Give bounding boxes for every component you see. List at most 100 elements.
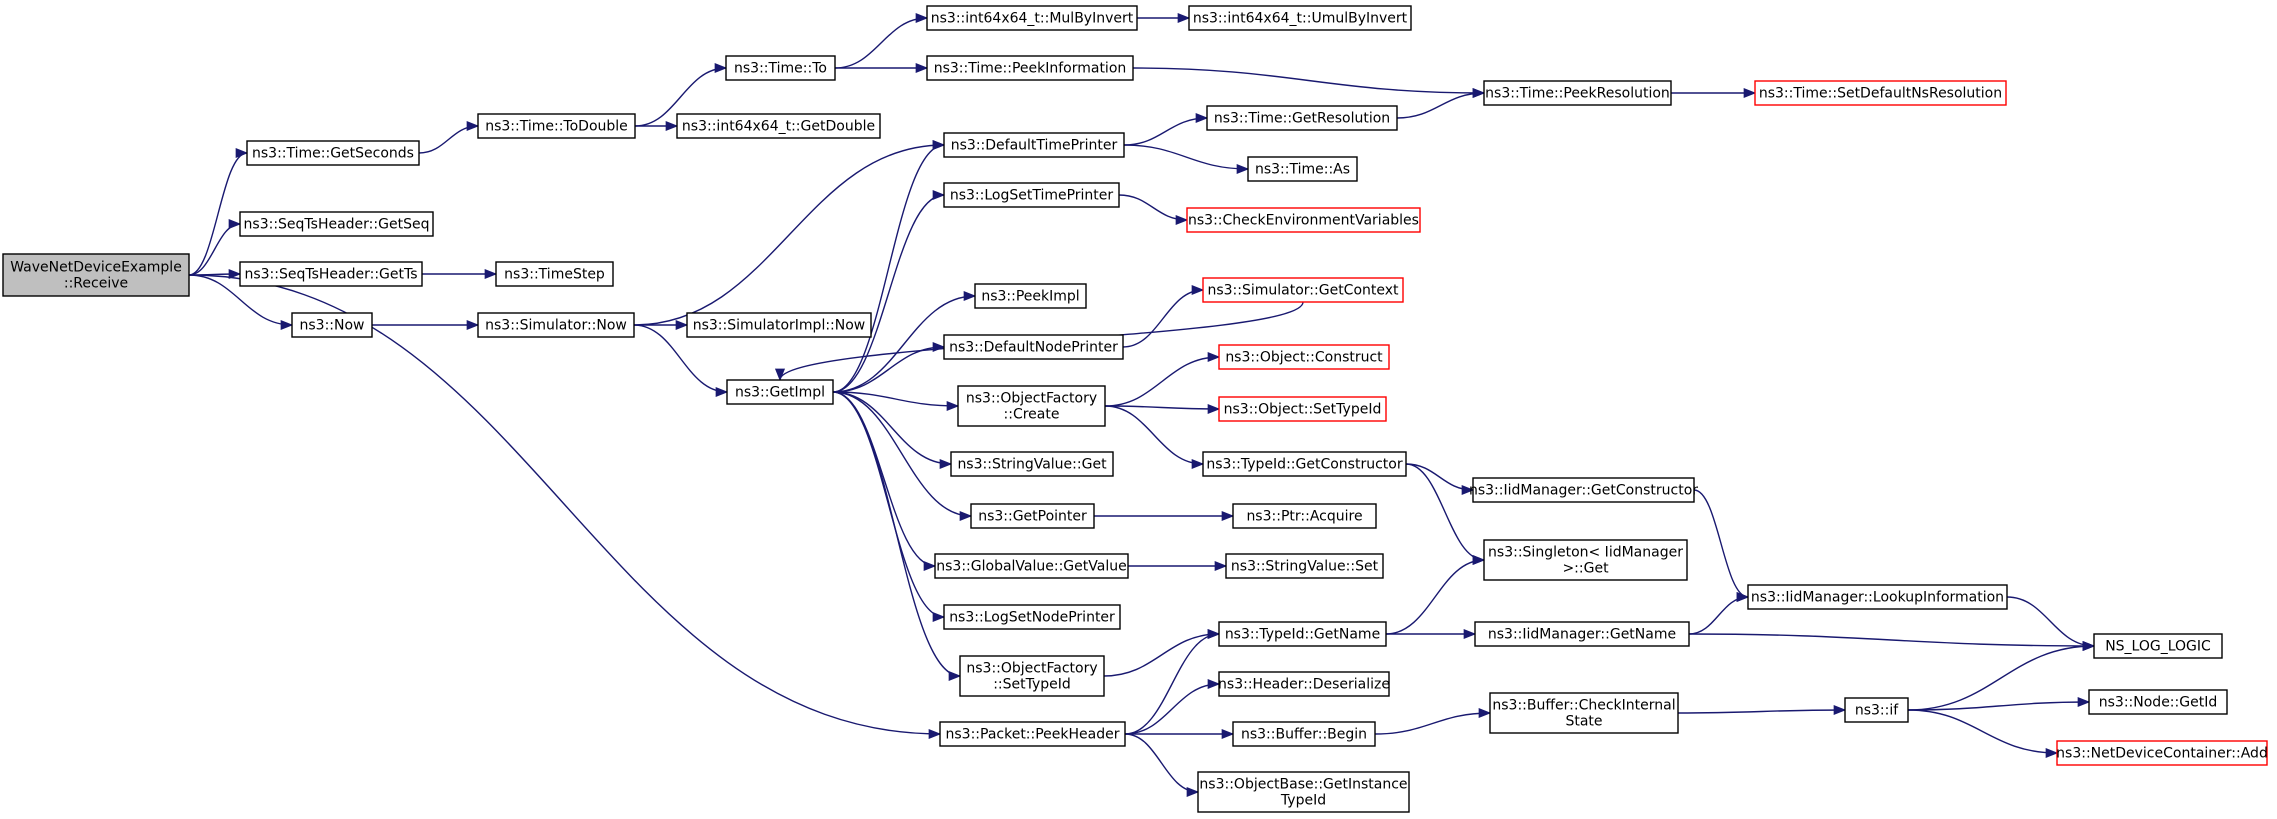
node-box bbox=[1844, 697, 1909, 723]
node-obj-set-type-id[interactable]: ns3::Object::SetTypeId bbox=[1218, 396, 1387, 422]
node-time-step[interactable]: ns3::TimeStep bbox=[495, 261, 614, 287]
node-of-set-type-id[interactable]: ns3::ObjectFactory::SetTypeId bbox=[959, 655, 1105, 697]
node-ns-log-logic[interactable]: NS_LOG_LOGIC bbox=[2093, 633, 2223, 659]
nodes-layer: WaveNetDeviceExample::Receive ns3::Time::… bbox=[2, 5, 2268, 813]
node-box bbox=[1218, 396, 1387, 422]
edge-getImpl-to-getPointer bbox=[832, 391, 973, 522]
node-type-id-get-constructor[interactable]: ns3::TypeId::GetConstructor bbox=[1202, 451, 1407, 477]
node-peek-information[interactable]: ns3::Time::PeekInformation bbox=[926, 55, 1134, 81]
edge-getImpl-to-globalValueGetValue bbox=[832, 391, 937, 571]
node-peek-resolution[interactable]: ns3::Time::PeekResolution bbox=[1483, 80, 1672, 106]
node-get-seconds[interactable]: ns3::Time::GetSeconds bbox=[246, 140, 420, 166]
node-get-impl[interactable]: ns3::GetImpl bbox=[726, 379, 834, 405]
edge-nsIf-to-nsLogLogic bbox=[1907, 640, 2096, 711]
edge-bufferBegin-to-bufferCheckInternalState bbox=[1374, 707, 1492, 735]
node-label: ns3::Singleton< IidManager bbox=[1488, 545, 1683, 561]
edge-receive-to-now bbox=[188, 274, 294, 331]
node-log-set-time-printer[interactable]: ns3::LogSetTimePrinter bbox=[943, 182, 1120, 208]
node-box bbox=[1218, 344, 1390, 370]
node-label: ns3::TypeId::GetConstructor bbox=[1206, 457, 1402, 473]
node-box bbox=[1474, 621, 1690, 647]
node-label: >::Get bbox=[1562, 561, 1609, 577]
node-get-ts[interactable]: ns3::SeqTsHeader::GetTs bbox=[239, 261, 423, 287]
node-label: ns3::Node::GetId bbox=[2099, 695, 2217, 711]
node-box bbox=[926, 5, 1138, 31]
node-label: ns3::IidManager::LookupInformation bbox=[1751, 590, 2004, 606]
node-label: WaveNetDeviceExample bbox=[10, 260, 182, 276]
node-peek-impl[interactable]: ns3::PeekImpl bbox=[974, 283, 1087, 309]
node-box bbox=[1232, 503, 1377, 529]
node-ndc-add[interactable]: ns3::NetDeviceContainer::Add bbox=[2056, 740, 2268, 766]
edge-simNow-to-defaultTimePrinter bbox=[633, 139, 946, 326]
node-box bbox=[246, 140, 420, 166]
edge-path bbox=[832, 391, 960, 412]
node-label: ns3::int64x64_t::MulByInvert bbox=[931, 11, 1134, 27]
node-iid-get-name[interactable]: ns3::IidManager::GetName bbox=[1474, 621, 1690, 647]
node-now[interactable]: ns3::Now bbox=[291, 312, 373, 338]
node-label: ns3::int64x64_t::UmulByInvert bbox=[1193, 11, 1408, 27]
node-umul-by-invert[interactable]: ns3::int64x64_t::UmulByInvert bbox=[1188, 5, 1412, 31]
node-receive[interactable]: WaveNetDeviceExample::Receive bbox=[2, 253, 190, 297]
node-box bbox=[970, 503, 1095, 529]
edge-typeIdGetName-to-singletonGet bbox=[1385, 554, 1486, 635]
node-ptr-acquire[interactable]: ns3::Ptr::Acquire bbox=[1232, 503, 1377, 529]
node-label: ns3::TypeId::GetName bbox=[1225, 627, 1380, 643]
node-to-double[interactable]: ns3::Time::ToDouble bbox=[477, 113, 636, 139]
node-label: ns3::Time::ToDouble bbox=[485, 119, 628, 135]
node-node-get-id[interactable]: ns3::Node::GetId bbox=[2088, 689, 2228, 715]
node-log-set-node-printer[interactable]: ns3::LogSetNodePrinter bbox=[943, 604, 1121, 630]
node-label: ns3::StringValue::Set bbox=[1231, 559, 1379, 575]
node-packet-peek-header[interactable]: ns3::Packet::PeekHeader bbox=[939, 721, 1126, 747]
edge-getImpl-to-peekImpl bbox=[832, 290, 977, 393]
edge-path bbox=[1396, 87, 1486, 119]
node-get-pointer[interactable]: ns3::GetPointer bbox=[970, 503, 1095, 529]
node-box bbox=[974, 283, 1087, 309]
node-of-create[interactable]: ns3::ObjectFactory::Create bbox=[957, 385, 1106, 427]
node-mul-by-invert[interactable]: ns3::int64x64_t::MulByInvert bbox=[926, 5, 1138, 31]
node-set-default-ns-resolution[interactable]: ns3::Time::SetDefaultNsResolution bbox=[1754, 80, 2007, 106]
node-box bbox=[239, 211, 434, 237]
node-default-time-printer[interactable]: ns3::DefaultTimePrinter bbox=[943, 132, 1125, 158]
node-check-env-vars[interactable]: ns3::CheckEnvironmentVariables bbox=[1186, 207, 1421, 233]
node-sim-impl-now[interactable]: ns3::SimulatorImpl::Now bbox=[686, 312, 872, 338]
edge-path bbox=[1405, 463, 1475, 496]
edge-path bbox=[188, 148, 249, 276]
node-time-as[interactable]: ns3::Time::As bbox=[1247, 156, 1358, 182]
node-box bbox=[1483, 80, 1672, 106]
node-label: ns3::Header::Deserialize bbox=[1218, 677, 1390, 693]
node-default-node-printer[interactable]: ns3::DefaultNodePrinter bbox=[943, 334, 1124, 360]
node-ns-if[interactable]: ns3::if bbox=[1844, 697, 1909, 723]
node-get-seq[interactable]: ns3::SeqTsHeader::GetSeq bbox=[239, 211, 434, 237]
node-label: ns3::TimeStep bbox=[504, 267, 605, 283]
edge-nsIf-to-ndcAdd bbox=[1907, 709, 2059, 759]
node-sim-get-context[interactable]: ns3::Simulator::GetContext bbox=[1202, 277, 1404, 303]
node-buffer-begin[interactable]: ns3::Buffer::Begin bbox=[1232, 721, 1376, 747]
node-global-value-get-value[interactable]: ns3::GlobalValue::GetValue bbox=[934, 553, 1129, 579]
node-time-to[interactable]: ns3::Time::To bbox=[725, 55, 836, 81]
node-string-value-get[interactable]: ns3::StringValue::Get bbox=[950, 451, 1114, 477]
edge-ofSetTypeId-to-typeIdGetName bbox=[1103, 628, 1221, 677]
node-box bbox=[291, 312, 373, 338]
node-get-resolution[interactable]: ns3::Time::GetResolution bbox=[1206, 105, 1398, 131]
edge-path bbox=[832, 391, 973, 522]
node-obj-construct[interactable]: ns3::Object::Construct bbox=[1218, 344, 1390, 370]
edge-defaultNodePrinter-to-simGetContext bbox=[1122, 284, 1205, 348]
edge-path bbox=[832, 140, 946, 393]
node-string-value-set[interactable]: ns3::StringValue::Set bbox=[1225, 553, 1384, 579]
edge-getImpl-to-logSetTimePrinter bbox=[832, 190, 946, 393]
node-box bbox=[2, 253, 190, 297]
node-box bbox=[934, 553, 1129, 579]
node-iid-get-constructor[interactable]: ns3::IidManager::GetConstructor bbox=[1469, 477, 1698, 503]
node-i64-get-double[interactable]: ns3::int64x64_t::GetDouble bbox=[676, 113, 881, 139]
edge-path bbox=[1124, 733, 1200, 798]
node-iid-lookup-information[interactable]: ns3::IidManager::LookupInformation bbox=[1747, 584, 2008, 610]
edge-iidGetName-to-nsLogLogic bbox=[1688, 633, 2096, 652]
node-singleton-get[interactable]: ns3::Singleton< IidManager>::Get bbox=[1483, 539, 1688, 581]
node-sim-now[interactable]: ns3::Simulator::Now bbox=[477, 312, 635, 338]
node-header-deserialize[interactable]: ns3::Header::Deserialize bbox=[1218, 671, 1390, 697]
node-label: ns3::DefaultTimePrinter bbox=[951, 138, 1118, 154]
node-type-id-get-name[interactable]: ns3::TypeId::GetName bbox=[1218, 621, 1387, 647]
